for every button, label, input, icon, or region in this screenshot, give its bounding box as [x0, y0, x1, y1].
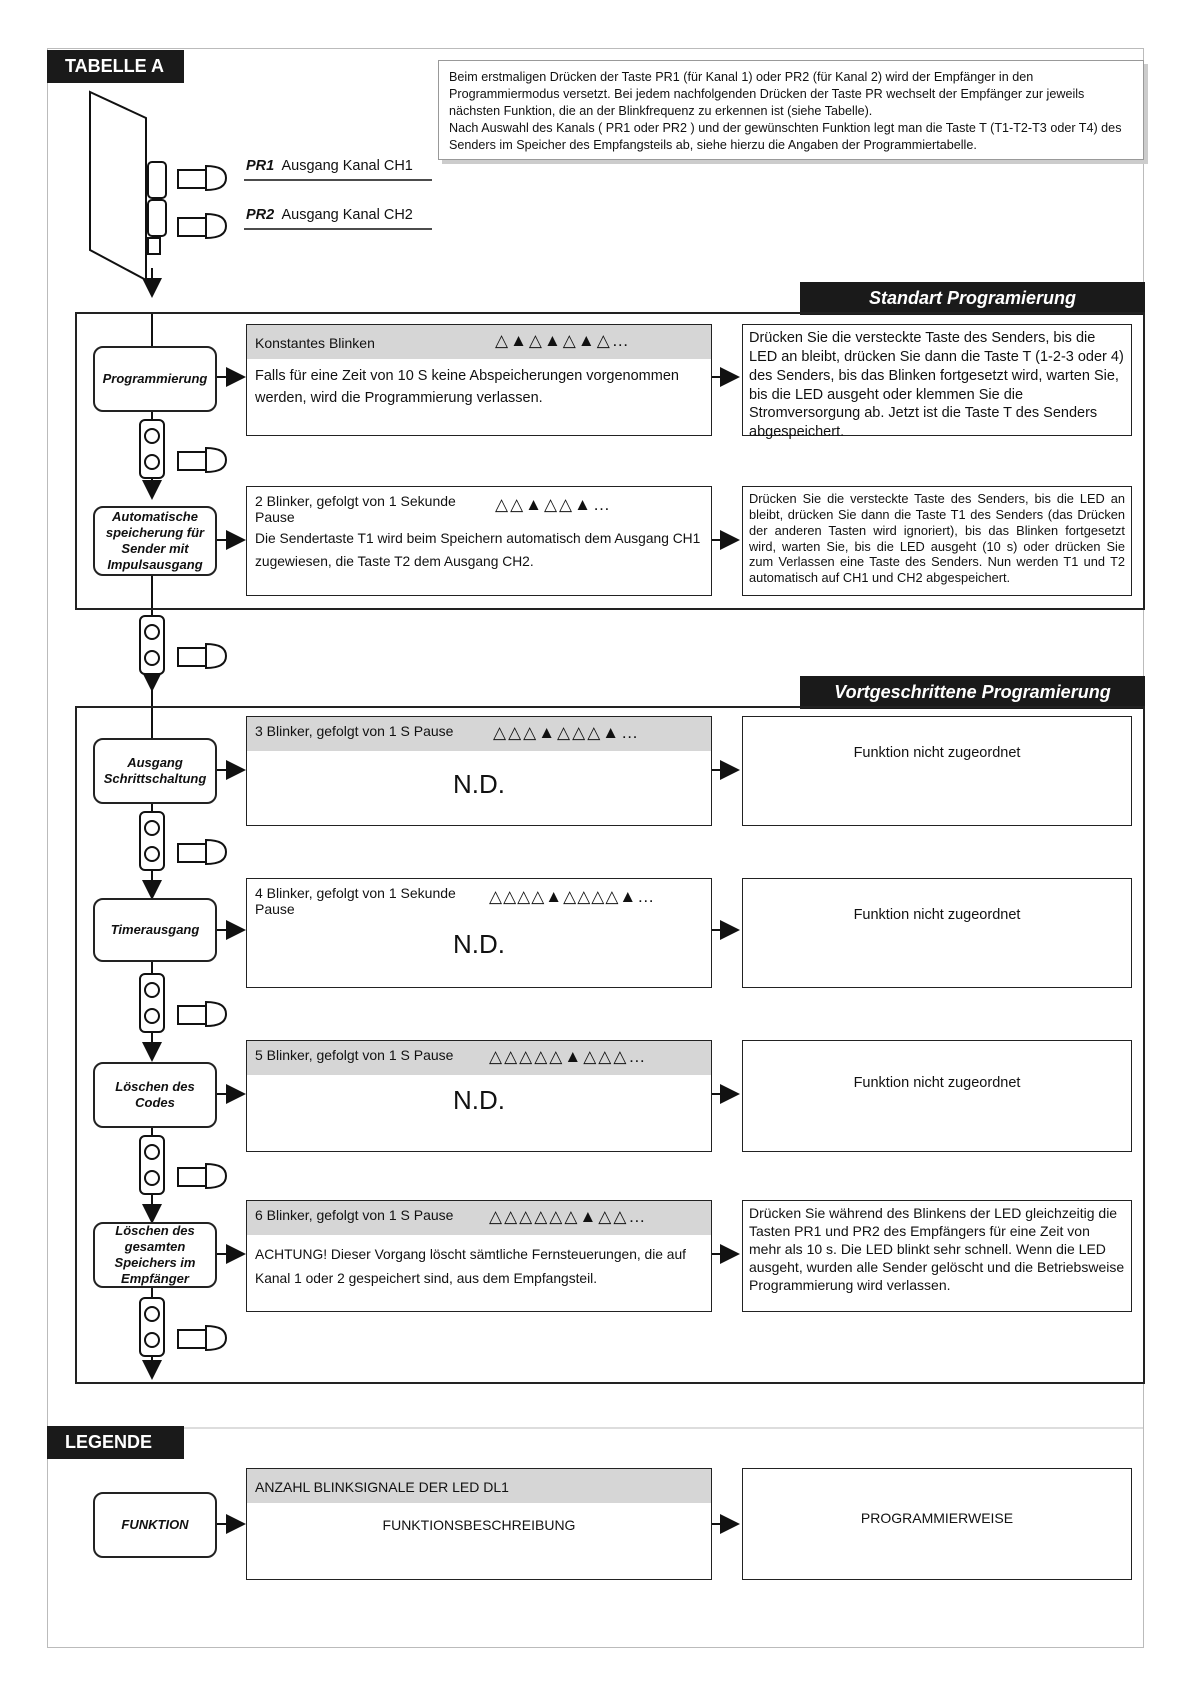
blink-header: Konstantes Blinken [247, 325, 711, 359]
pr1-key: PR1 [246, 158, 275, 174]
procedure-box: Drücken Sie die versteckte Taste des Sen… [742, 486, 1132, 596]
legend-blink-header: ANZAHL BLINKSIGNALE DER LED DL1 [247, 1469, 711, 1503]
legend-title: LEGENDE [47, 1426, 184, 1459]
legend-function-box: FUNKTION [93, 1492, 217, 1558]
function-description: Falls für eine Zeit von 10 S keine Abspe… [255, 368, 679, 407]
pr2-output: Ausgang Kanal CH2 [281, 207, 413, 223]
led-blink-pattern: △△△▲△△△▲… [493, 723, 641, 742]
intro-note: Beim erstmaligen Drücken der Taste PR1 (… [438, 60, 1144, 160]
pr1-output: Ausgang Kanal CH1 [281, 158, 413, 174]
blink-description-box: 3 Blinker, gefolgt von 1 S Pause △△△▲△△△… [246, 716, 712, 826]
blink-header: 4 Blinker, gefolgt von 1 Sekunde Pause [255, 885, 456, 918]
pr2-key: PR2 [246, 207, 275, 223]
blink-header: 3 Blinker, gefolgt von 1 S Pause [247, 717, 711, 751]
blink-description-box: Konstantes Blinken △▲△▲△▲△… Falls für ei… [246, 324, 712, 436]
function-description: Die Sendertaste T1 wird beim Speichern a… [255, 531, 701, 570]
function-box: Timerausgang [93, 898, 217, 962]
section-frame-standard [75, 312, 1145, 610]
blink-description-box: 5 Blinker, gefolgt von 1 S Pause △△△△△▲△… [246, 1040, 712, 1152]
pr2-label: PR2 Ausgang Kanal CH2 [246, 207, 413, 223]
blink-header: 6 Blinker, gefolgt von 1 S Pause [247, 1201, 711, 1235]
function-box: Ausgang Schrittschaltung [93, 738, 217, 804]
function-box: Programmierung [93, 346, 217, 412]
button-press-icon [139, 419, 228, 479]
pr1-label: PR1 Ausgang Kanal CH1 [246, 158, 413, 174]
blink-header: 5 Blinker, gefolgt von 1 S Pause [247, 1041, 711, 1075]
legend-description-box: ANZAHL BLINKSIGNALE DER LED DL1 FUNKTION… [246, 1468, 712, 1580]
not-defined-label: N.D. [453, 929, 505, 959]
function-description: ACHTUNG! Dieser Vorgang löscht sämtliche… [255, 1247, 686, 1287]
procedure-box: Funktion nicht zugeordnet [742, 716, 1132, 826]
receiver-board-icon [89, 90, 147, 282]
legend-description-text: FUNKTIONSBESCHREIBUNG [382, 1517, 576, 1533]
blink-description-box: 6 Blinker, gefolgt von 1 S Pause △△△△△△▲… [246, 1200, 712, 1312]
function-box: Löschen des gesamten Speichers im Empfän… [93, 1222, 217, 1288]
legend-procedure-box: PROGRAMMIERWEISE [742, 1468, 1132, 1580]
button-press-icon [139, 973, 228, 1033]
blink-description-box: 4 Blinker, gefolgt von 1 Sekunde Pause △… [246, 878, 712, 988]
led-blink-pattern: △△▲△△▲… [495, 495, 612, 514]
section-title-advanced: Vortgeschrittene Programierung [800, 676, 1145, 709]
procedure-box: Funktion nicht zugeordnet [742, 878, 1132, 988]
blink-header: 2 Blinker, gefolgt von 1 Sekunde Pause [255, 493, 456, 526]
section-frame-advanced [75, 706, 1145, 1384]
blink-description-box: 2 Blinker, gefolgt von 1 Sekunde Pause △… [246, 486, 712, 596]
intro-note-text-2: Nach Auswahl des Kanals ( PR1 oder PR2 )… [449, 121, 1122, 152]
not-defined-label: N.D. [453, 1085, 505, 1115]
led-blink-pattern: △▲△▲△▲△… [495, 331, 631, 350]
button-press-icon [139, 1135, 228, 1195]
not-defined-label: N.D. [453, 769, 505, 799]
function-box: Löschen des Codes [93, 1062, 217, 1128]
procedure-box: Drücken Sie die versteckte Taste des Sen… [742, 324, 1132, 440]
procedure-box: Funktion nicht zugeordnet [742, 1040, 1132, 1152]
section-title-standard: Standart Programierung [800, 282, 1145, 315]
procedure-box: Drücken Sie während des Blinkens der LED… [742, 1200, 1132, 1312]
led-blink-pattern: △△△△△▲△△△… [489, 1047, 648, 1066]
function-box: Automatische speicherung für Sender mit … [93, 506, 217, 576]
button-press-icon [139, 615, 228, 675]
button-press-icon [139, 811, 228, 871]
hand-pointer-icon [177, 164, 228, 240]
intro-note-text-1: Beim erstmaligen Drücken der Taste PR1 (… [449, 70, 1085, 118]
led-blink-pattern: △△△△▲△△△△▲… [489, 887, 656, 906]
led-blink-pattern: △△△△△△▲△△… [489, 1207, 648, 1226]
button-press-icon [139, 1297, 228, 1357]
page-title: TABELLE A [47, 50, 184, 83]
